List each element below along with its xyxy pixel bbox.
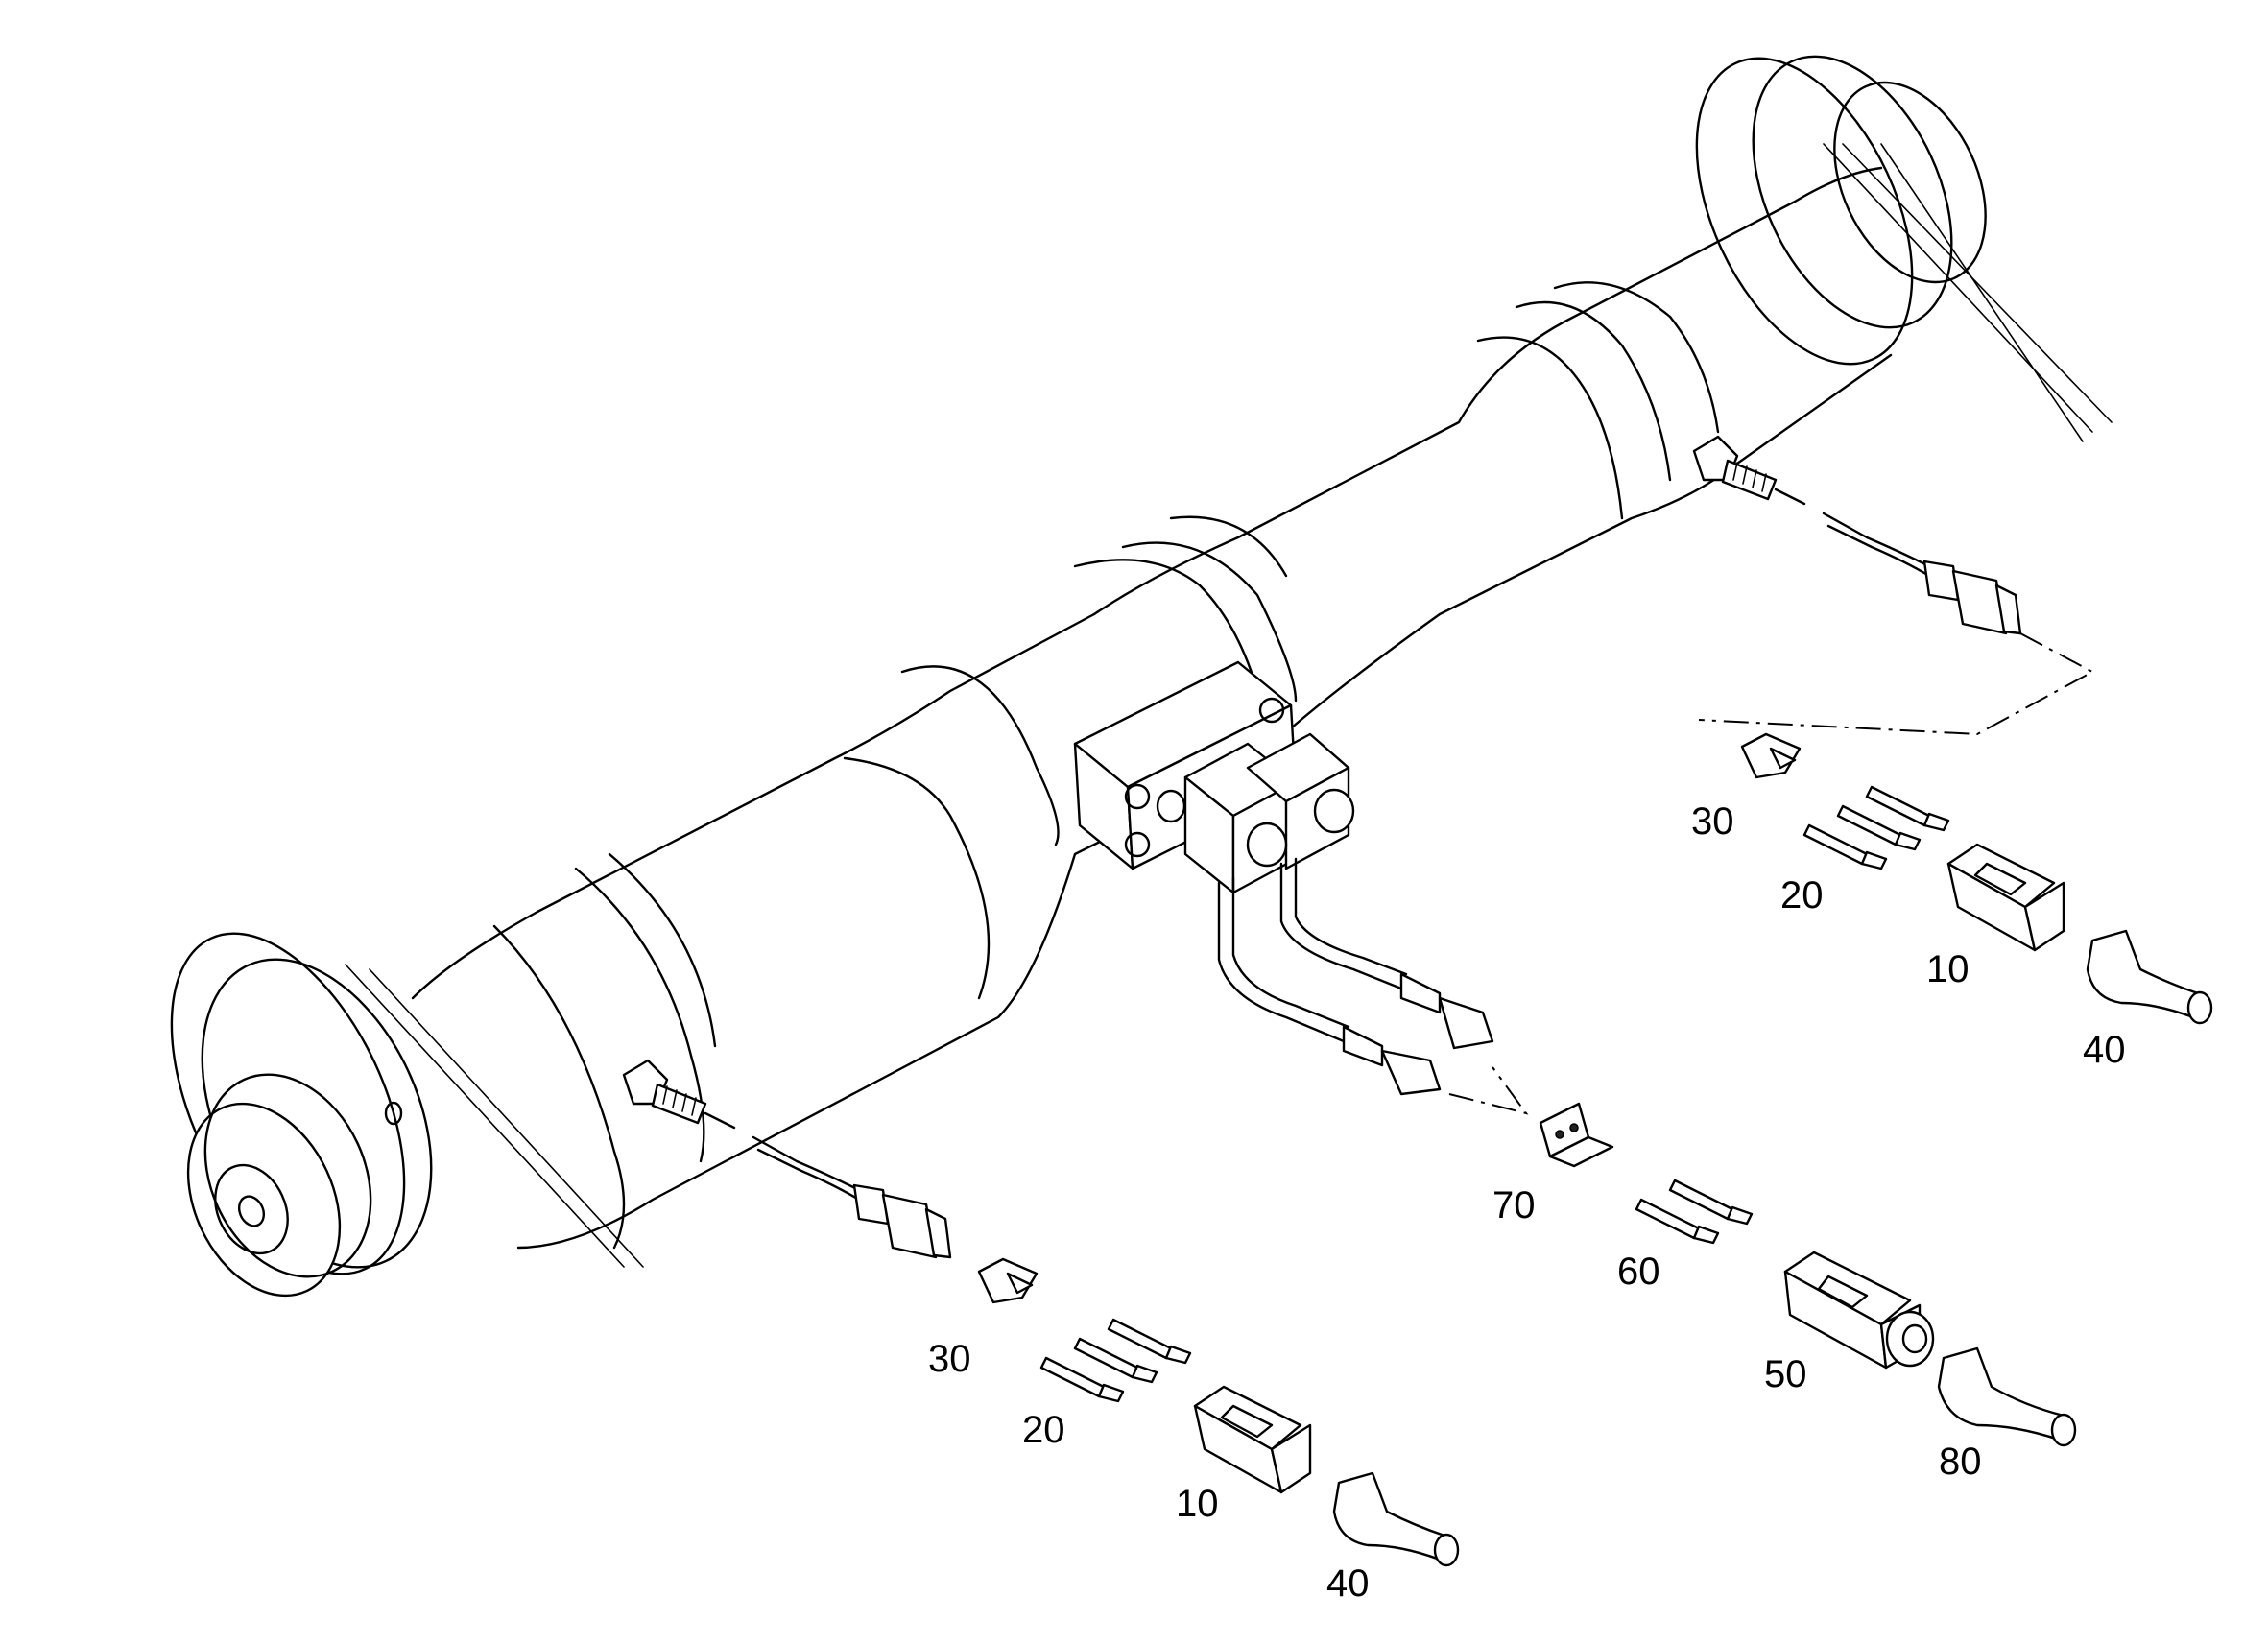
callout-center-50: 50 — [1764, 1353, 1807, 1395]
right-parts-set — [1740, 732, 2213, 1025]
center-parts-set — [1539, 1102, 2077, 1447]
callout-left-30: 30 — [928, 1338, 971, 1380]
left-speed-sensor — [622, 1059, 952, 1259]
callout-left-20: 20 — [1022, 1409, 1065, 1451]
callout-center-60: 60 — [1617, 1251, 1660, 1293]
right-speed-sensor — [1692, 435, 2095, 736]
axle-body — [170, 55, 2113, 1298]
callout-right-40: 40 — [2083, 1029, 2126, 1071]
callout-left-40: 40 — [1326, 1562, 1370, 1605]
center-cables — [1217, 857, 1529, 1115]
callout-center-70: 70 — [1492, 1184, 1536, 1227]
valve-block — [1073, 660, 1355, 894]
callout-center-80: 80 — [1939, 1441, 1982, 1483]
callout-right-20: 20 — [1780, 874, 1824, 917]
callout-right-10: 10 — [1926, 948, 1970, 990]
left-parts-set — [977, 1257, 1460, 1567]
callout-left-10: 10 — [1176, 1483, 1219, 1525]
callout-right-30: 30 — [1691, 800, 1734, 843]
